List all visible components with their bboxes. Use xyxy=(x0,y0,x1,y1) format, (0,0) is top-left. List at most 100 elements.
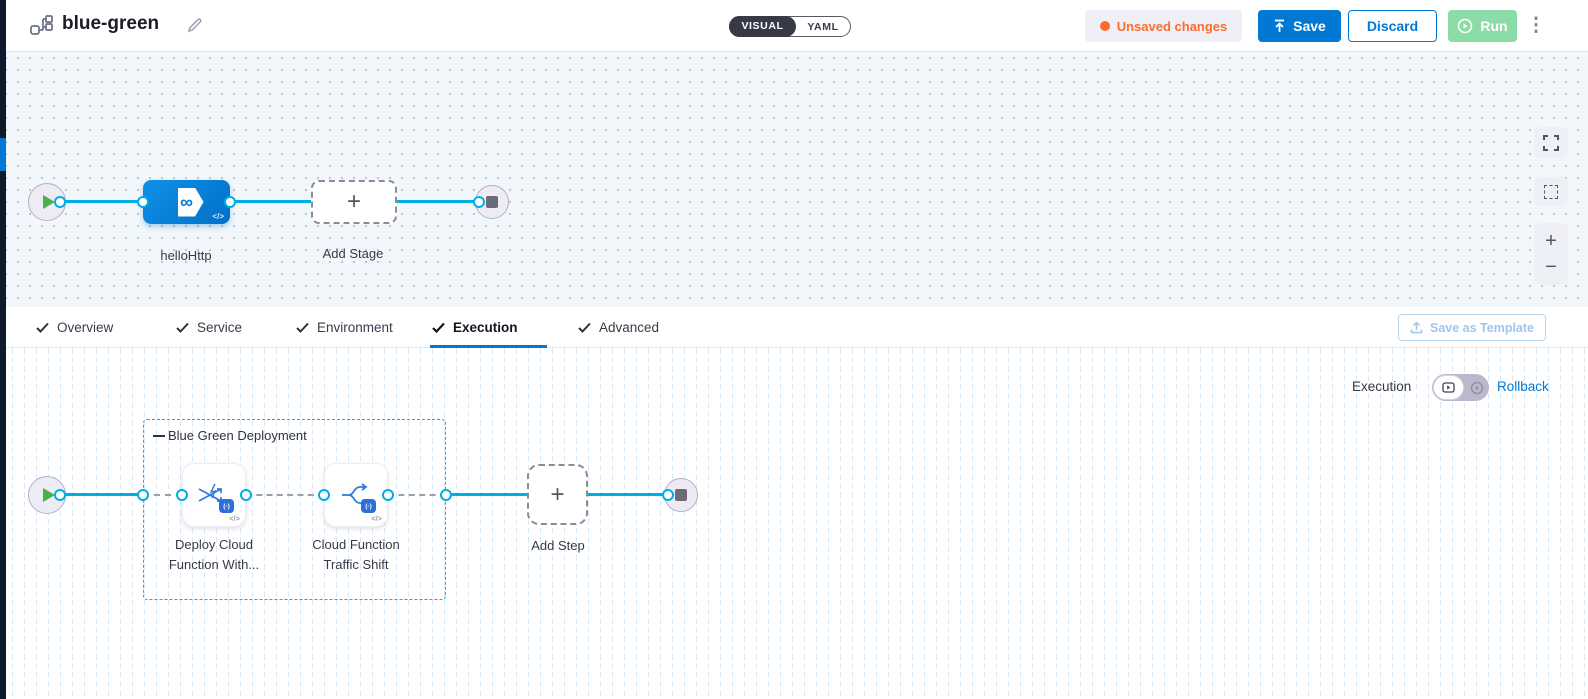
run-button-label: Run xyxy=(1480,18,1508,34)
connector-line xyxy=(588,493,668,496)
unsaved-changes-label: Unsaved changes xyxy=(1116,18,1228,34)
step-group-blue-green-deployment[interactable]: Blue Green Deployment xyxy=(143,419,446,600)
stop-square-icon xyxy=(486,196,498,208)
tab-environment[interactable]: Environment xyxy=(296,307,393,348)
step-group-label: Blue Green Deployment xyxy=(153,428,307,443)
start-play-icon xyxy=(43,488,55,502)
zoom-out-button[interactable]: − xyxy=(1545,256,1557,278)
check-icon xyxy=(432,322,445,333)
add-step-button[interactable]: + xyxy=(527,464,588,525)
tab-label: Service xyxy=(197,320,243,335)
connector-dot xyxy=(137,489,149,501)
tab-overview[interactable]: Overview xyxy=(36,307,113,348)
code-glyph-icon: </> xyxy=(229,514,240,523)
connector-dot xyxy=(137,196,149,208)
unsaved-dot-icon xyxy=(1099,21,1110,31)
stage-name-label: helloHttp xyxy=(160,248,212,263)
stage-graph-canvas[interactable]: ∞ </> helloHttp + Add Stage + − xyxy=(0,52,1588,307)
add-step-label: Add Step xyxy=(531,538,585,553)
toggle-visual[interactable]: VISUAL xyxy=(729,15,796,37)
cd-stage-icon: ∞ xyxy=(178,187,204,217)
deploy-cloud-function-icon xyxy=(198,483,222,502)
connector-line xyxy=(446,493,527,496)
pipeline-icon xyxy=(30,15,53,41)
dashed-connector-line xyxy=(246,494,324,496)
connector-line xyxy=(397,200,481,203)
connector-dot xyxy=(473,196,485,208)
kebab-menu-icon[interactable]: ⋮ xyxy=(1526,15,1546,36)
add-stage-label: Add Stage xyxy=(322,246,384,261)
rollback-segment[interactable] xyxy=(1468,379,1485,396)
tab-label: Overview xyxy=(57,320,114,335)
execution-end-node[interactable] xyxy=(664,478,698,512)
tab-execution[interactable]: Execution xyxy=(432,307,518,348)
header-bar: blue-green VISUAL YAML Unsaved changes S… xyxy=(0,0,1588,52)
gcf-badge-icon: (-) xyxy=(219,499,234,513)
upload-arrow-icon xyxy=(1275,19,1285,32)
marquee-icon xyxy=(1544,184,1558,199)
code-glyph-icon: </> xyxy=(371,514,382,523)
selection-button[interactable] xyxy=(1534,177,1568,206)
left-edge-nav-strip xyxy=(0,0,6,699)
tab-label: Advanced xyxy=(599,320,660,335)
connector-line xyxy=(230,200,312,203)
edit-pencil-icon[interactable] xyxy=(186,16,204,39)
connector-dot xyxy=(176,489,188,501)
tab-label: Execution xyxy=(453,320,518,335)
connector-dot xyxy=(382,489,394,501)
left-edge-active-indicator xyxy=(0,138,6,171)
connector-dot xyxy=(240,489,252,501)
code-glyph-icon: </> xyxy=(212,212,224,221)
check-icon xyxy=(176,322,189,333)
unsaved-changes-badge: Unsaved changes xyxy=(1085,10,1242,42)
check-icon xyxy=(296,322,309,333)
stage-tabbar: Overview Service Environment Execution A… xyxy=(0,307,1588,348)
connector-dot xyxy=(318,489,330,501)
execution-graph-canvas[interactable]: Execution Rollback Blue Green Deployment xyxy=(0,348,1588,699)
connector-dot xyxy=(662,489,674,501)
stop-square-icon xyxy=(675,489,687,501)
gcf-badge-icon: (-) xyxy=(361,499,376,513)
connector-dot xyxy=(224,196,236,208)
add-stage-button[interactable]: + xyxy=(311,180,397,224)
save-button[interactable]: Save xyxy=(1258,10,1341,42)
discard-button[interactable]: Discard xyxy=(1348,10,1437,42)
execution-mode-label: Execution xyxy=(1352,379,1412,394)
connector-dot xyxy=(54,196,66,208)
group-label-text: Blue Green Deployment xyxy=(168,428,307,443)
zoom-in-button[interactable]: + xyxy=(1545,230,1557,252)
run-button[interactable]: Run xyxy=(1448,10,1517,42)
step-label: Cloud Function Traffic Shift xyxy=(312,537,400,572)
fullscreen-button[interactable] xyxy=(1534,127,1568,158)
execution-segment[interactable] xyxy=(1433,375,1464,400)
rollback-circle-icon xyxy=(1470,381,1483,394)
execution-play-icon xyxy=(1442,382,1455,393)
stage-node-hellohttp[interactable]: ∞ </> xyxy=(143,180,230,224)
step-cloud-function-traffic-shift[interactable]: (-) </> xyxy=(324,463,388,527)
check-icon xyxy=(578,322,591,333)
connector-dot xyxy=(54,489,66,501)
active-tab-underline xyxy=(430,345,547,348)
visual-yaml-toggle: VISUAL YAML xyxy=(729,15,851,37)
save-as-template-label: Save as Template xyxy=(1430,320,1534,335)
plus-icon: + xyxy=(346,188,361,215)
tab-advanced[interactable]: Advanced xyxy=(578,307,659,348)
tab-service[interactable]: Service xyxy=(176,307,242,348)
group-dash-icon xyxy=(153,434,165,437)
start-play-icon xyxy=(43,195,55,209)
connector-dot xyxy=(440,489,452,501)
connector-line xyxy=(60,200,144,203)
save-button-label: Save xyxy=(1293,18,1326,34)
connector-line xyxy=(60,493,143,496)
toggle-yaml[interactable]: YAML xyxy=(807,20,839,33)
plus-icon: + xyxy=(550,480,565,508)
tab-label: Environment xyxy=(317,320,393,335)
step-label: Deploy Cloud Function With... xyxy=(168,537,260,572)
rollback-link[interactable]: Rollback xyxy=(1497,379,1549,394)
check-icon xyxy=(36,322,49,333)
run-play-icon xyxy=(1458,18,1473,34)
save-as-template-button[interactable]: Save as Template xyxy=(1398,314,1546,341)
step-deploy-cloud-function[interactable]: (-) </> xyxy=(182,463,246,527)
execution-rollback-toggle[interactable] xyxy=(1432,374,1489,401)
discard-button-label: Discard xyxy=(1366,18,1419,34)
